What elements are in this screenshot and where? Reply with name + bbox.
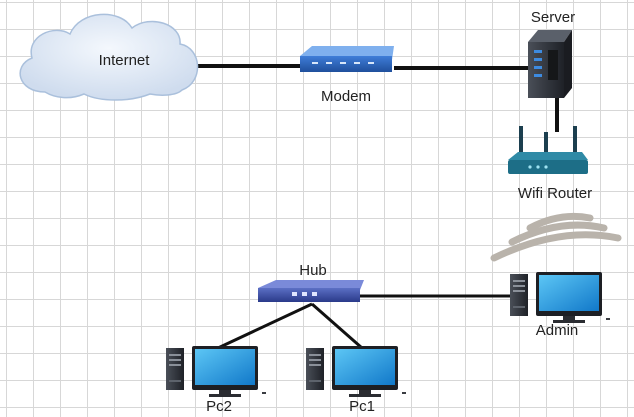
server-tower-icon [528, 30, 572, 98]
wifi-router-icon [508, 126, 588, 174]
pc1-label: Pc1 [349, 398, 375, 415]
hub-label: Hub [299, 262, 327, 279]
modem-label: Modem [320, 88, 372, 105]
cable-hub-pc1 [311, 302, 363, 350]
cable-hub-pc2 [217, 302, 313, 350]
desktop-computer-icon-pc1 [306, 346, 406, 397]
modem-icon [300, 46, 394, 72]
desktop-computer-icon-admin [510, 272, 610, 323]
cables [195, 64, 559, 350]
wifi-signal-icon [490, 212, 622, 262]
wifi-router-label: Wifi Router [517, 185, 593, 202]
network-hub-icon [258, 280, 364, 302]
pc2-label: Pc2 [206, 398, 232, 415]
internet-label: Internet [98, 52, 150, 69]
server-label: Server [530, 9, 576, 26]
cloud-icon [19, 13, 199, 101]
desktop-computer-icon-pc2 [166, 346, 266, 397]
admin-label: Admin [535, 322, 579, 339]
